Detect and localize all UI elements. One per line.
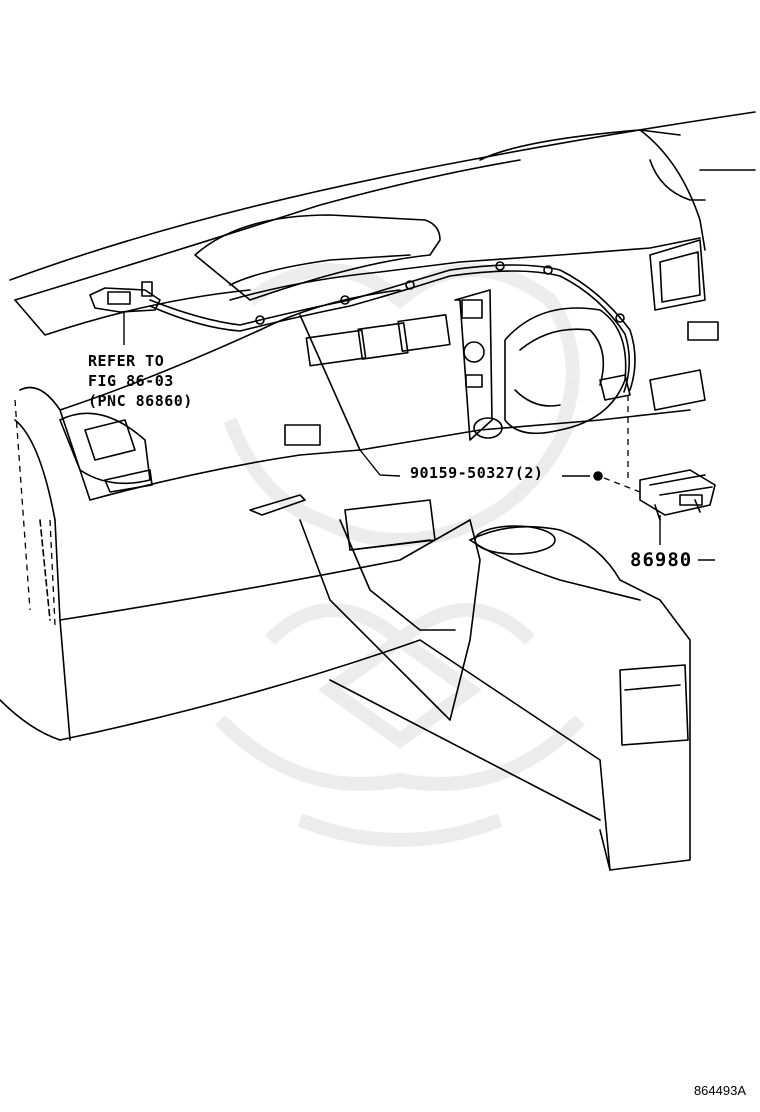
watermark-logo	[215, 263, 585, 847]
refer-to-label-line2: FIG 86-03	[88, 372, 174, 390]
refer-to-label-line3: (PNC 86860)	[88, 392, 193, 410]
module-part-number: 86980	[630, 549, 693, 571]
drawing-id: 864493A	[693, 1083, 746, 1098]
dashboard-top-line	[9, 111, 756, 281]
bolt-part-number: 90159-50327(2)	[410, 464, 544, 482]
refer-to-label-line1: REFER TO	[88, 352, 165, 370]
